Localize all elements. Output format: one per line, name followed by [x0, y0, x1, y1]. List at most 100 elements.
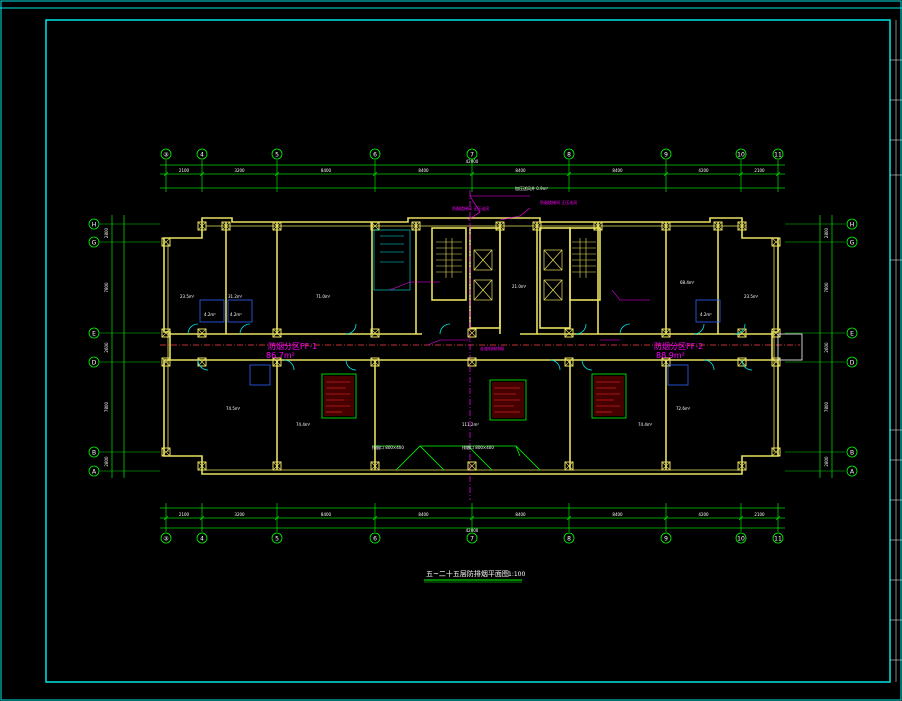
title-block-ticks	[890, 59, 902, 661]
side-dim-label: 7800	[824, 282, 829, 293]
axis-label: 8	[567, 152, 571, 159]
left-dimension-chain	[111, 215, 125, 478]
column-cross	[661, 221, 671, 231]
red-legend-lines	[326, 381, 620, 413]
column	[593, 221, 603, 231]
axis-bubble	[271, 148, 283, 160]
exhaust-ducts	[372, 445, 541, 471]
column-cross	[370, 328, 380, 338]
drawing-title: 五~二十五层防排烟平面图 1:100	[424, 569, 525, 583]
smoke-zone-1-area: 86.7m²	[266, 351, 295, 360]
column	[197, 221, 207, 231]
column	[161, 328, 171, 338]
axis-label: 9	[664, 152, 668, 159]
axis-bubble	[735, 532, 747, 544]
dim-label: 8400	[612, 512, 623, 517]
room-area-wc1: 4.2m²	[204, 312, 216, 317]
side-dim-label: 2800	[824, 456, 829, 467]
dim-label: 2100	[754, 168, 765, 173]
column-cross	[161, 447, 171, 457]
column-cross	[467, 328, 477, 338]
axis-label: 6	[373, 152, 377, 159]
axis-bubble	[846, 446, 858, 458]
dim-label: 8400	[612, 168, 623, 173]
axis-label: 7	[470, 152, 474, 159]
dim-label: 8400	[418, 512, 429, 517]
side-dim-label: 2600	[824, 342, 829, 353]
room-area-office-a: 31.2m²	[228, 294, 243, 299]
column-cross	[737, 328, 747, 338]
wc-rooms	[199, 299, 721, 386]
axis-bubble	[660, 532, 672, 544]
note-bottom-left: 排烟口 800×400	[372, 444, 404, 450]
column-cross	[197, 461, 207, 471]
column	[272, 221, 282, 231]
note-bottom-right: 排烟口 800×400	[462, 444, 494, 450]
column	[161, 357, 171, 367]
dim-label: 2100	[754, 512, 765, 517]
axis-label: D	[850, 360, 855, 367]
axis-label: D	[92, 360, 97, 367]
axis-bubble	[772, 148, 784, 160]
column-cross	[713, 221, 723, 231]
axis-label: ③	[163, 152, 168, 159]
axis-bubble	[369, 532, 381, 544]
dim-label: 8400	[515, 168, 526, 173]
axis-label: ③	[163, 536, 168, 543]
right-entrance-canopy	[777, 333, 803, 361]
column	[467, 328, 477, 338]
room-area-office-c: 68.4m²	[680, 280, 695, 285]
side-dim-label: 7800	[104, 401, 109, 412]
axis-bubble	[196, 148, 208, 160]
axis-bubble	[369, 148, 381, 160]
structural-columns	[161, 221, 781, 471]
column	[411, 221, 421, 231]
column-cross	[411, 221, 421, 231]
elevator-shafts	[473, 249, 563, 301]
right-dimension-chain	[819, 215, 833, 478]
column	[272, 461, 282, 471]
side-dim-label: 7800	[824, 401, 829, 412]
axis-bubble	[160, 532, 172, 544]
column	[564, 328, 574, 338]
drawing-border	[45, 19, 891, 683]
column	[771, 357, 781, 367]
column-cross	[593, 221, 603, 231]
axis-label: 10	[737, 152, 745, 159]
side-dim-label: 2800	[104, 456, 109, 467]
axis-bubble	[846, 465, 858, 477]
room-area-left-top: 23.5m²	[180, 294, 195, 299]
axis-bubble	[88, 218, 100, 230]
axis-bubble	[196, 532, 208, 544]
stair-left	[436, 238, 462, 278]
leader-lines	[389, 195, 650, 346]
column-cross	[737, 461, 747, 471]
column-cross	[771, 357, 781, 367]
axis-label: 9	[664, 536, 668, 543]
column	[467, 357, 477, 367]
axis-label: A	[850, 469, 855, 476]
axis-label: 10	[737, 536, 745, 543]
column	[197, 328, 207, 338]
axis-label: 6	[373, 536, 377, 543]
room-area-office-d: 74.4m²	[296, 422, 311, 427]
column-cross	[161, 357, 171, 367]
column	[370, 328, 380, 338]
column	[564, 357, 574, 367]
side-dim-label: 2800	[824, 227, 829, 238]
drawing-scale: 1:100	[508, 571, 525, 578]
side-dim-label: 2800	[104, 227, 109, 238]
column-cross	[661, 461, 671, 471]
smoke-zone-2-name: 防烟分区FF-2	[654, 341, 703, 351]
column-cross	[197, 328, 207, 338]
column-cross	[272, 328, 282, 338]
side-dim-label: 7800	[104, 282, 109, 293]
axis-label: G	[850, 240, 855, 247]
column	[737, 357, 747, 367]
room-area-office-e: 111.2m²	[462, 422, 479, 427]
drawing-title-text: 五~二十五层防排烟平面图	[426, 569, 509, 578]
dim-label: 8400	[321, 168, 332, 173]
door-swings	[187, 323, 753, 371]
axis-bubble	[88, 356, 100, 368]
